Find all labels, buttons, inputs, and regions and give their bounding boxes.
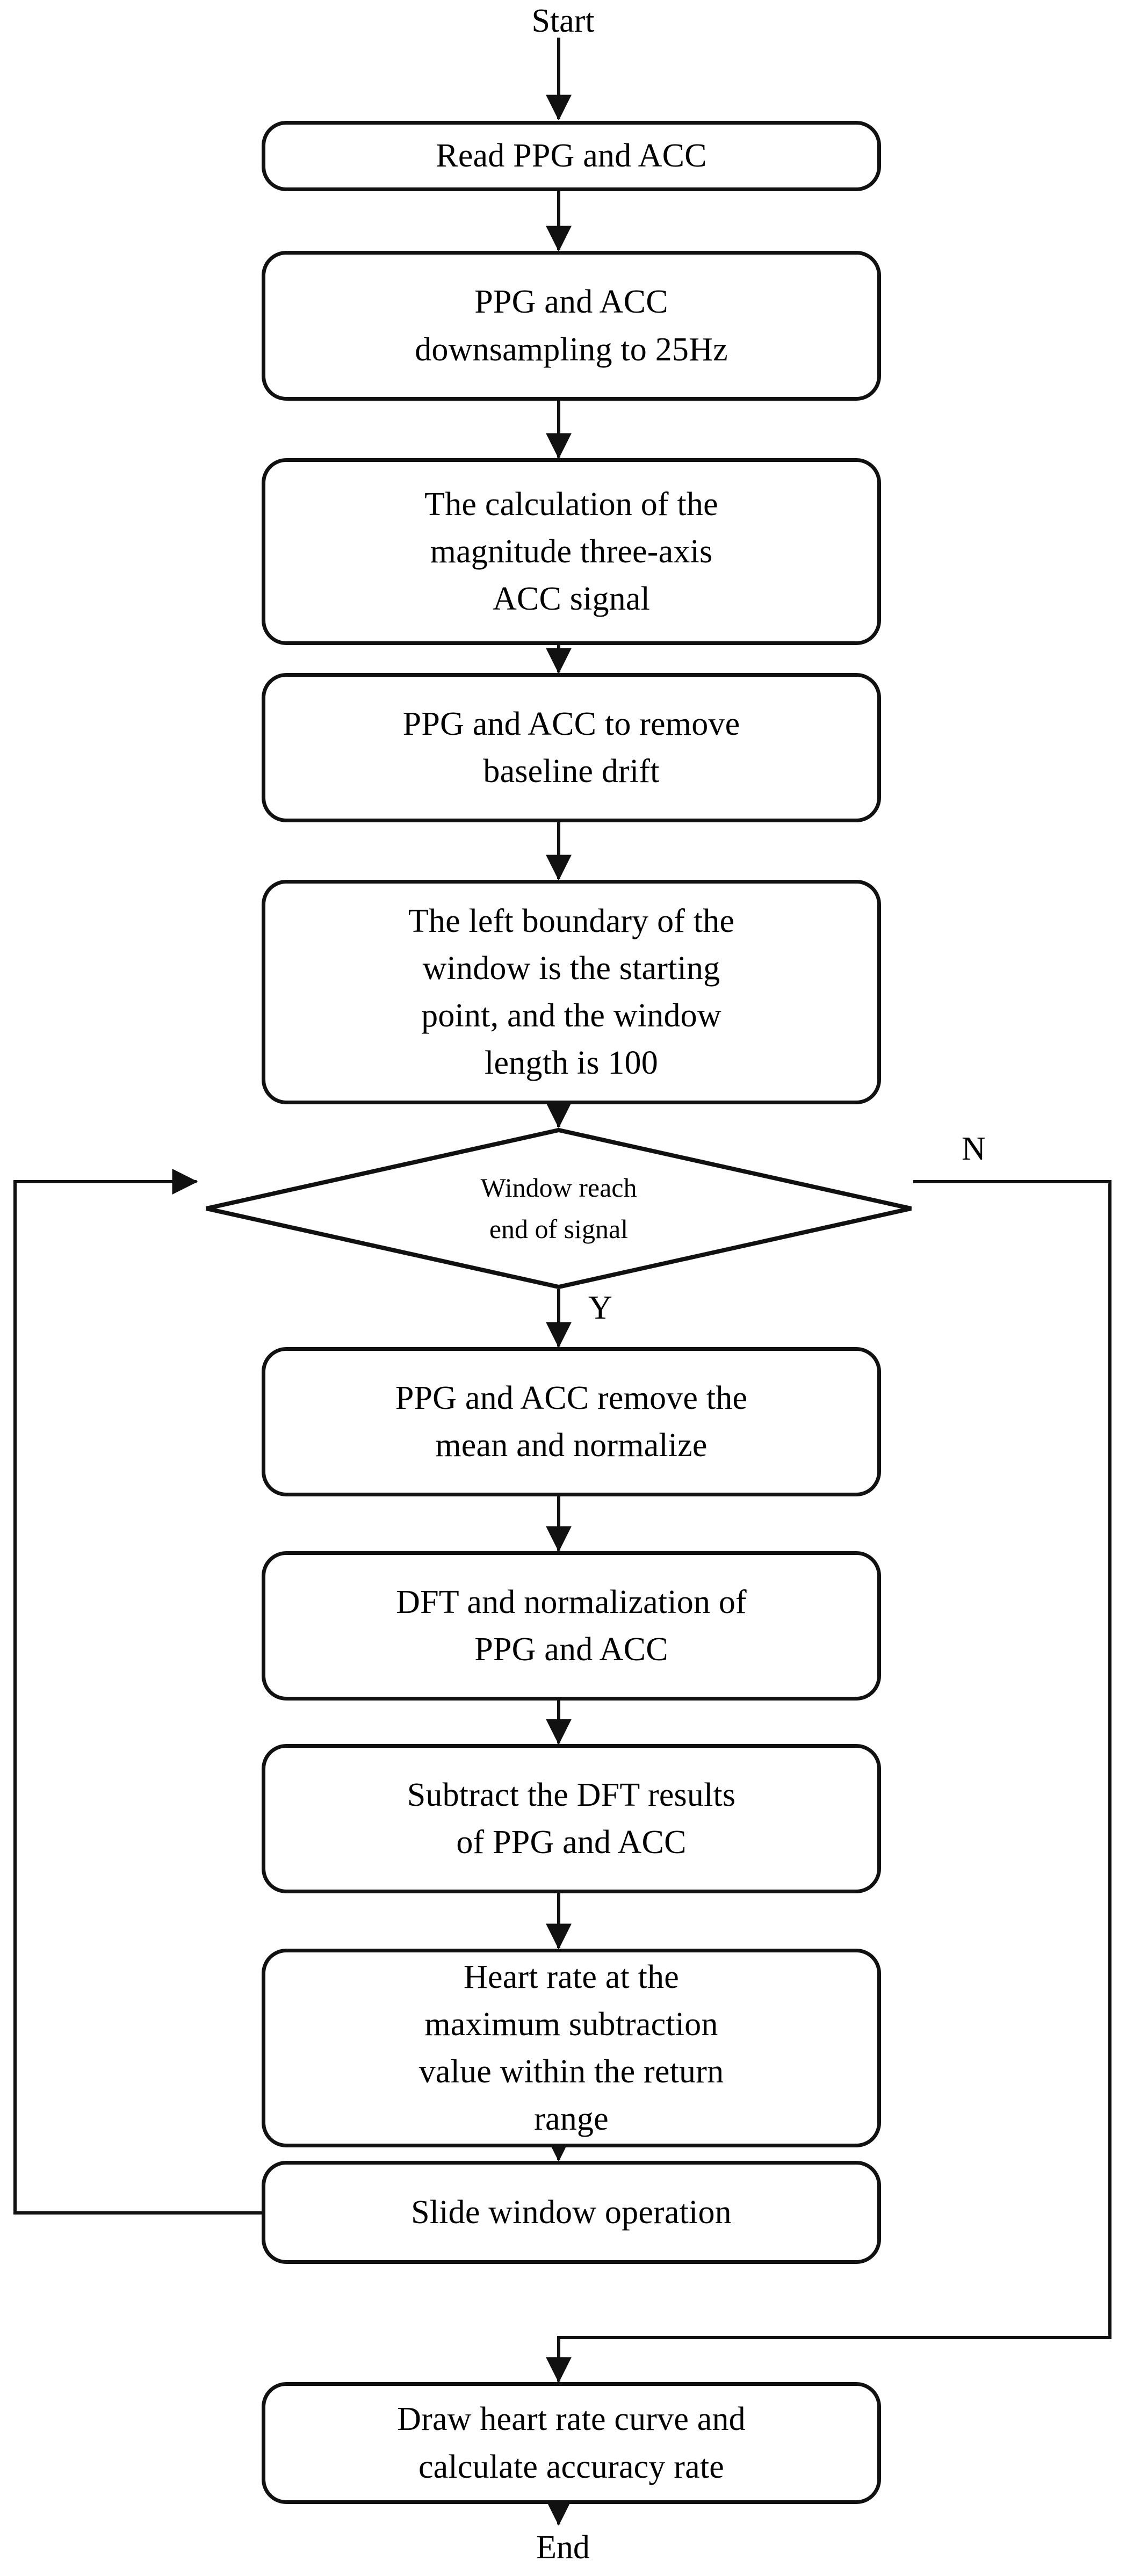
process-node-downsample[interactable]: PPG and ACC downsampling to 25Hz — [262, 251, 881, 401]
end-terminal-label: End — [536, 2529, 590, 2566]
process-node-subtract-dft[interactable]: Subtract the DFT results of PPG and ACC — [262, 1744, 881, 1893]
edge-slide-loopback-to-decision — [13, 1169, 262, 2215]
branch-label-yes: Y — [588, 1290, 612, 1326]
decision-node-window-reach-end[interactable]: Window reach end of signal — [204, 1127, 913, 1290]
branch-label-no: N — [962, 1131, 986, 1167]
process-node-acc-magnitude[interactable]: The calculation of the magnitude three-a… — [262, 458, 881, 645]
process-node-read-ppg-acc[interactable]: Read PPG and ACC — [262, 121, 881, 191]
process-node-window-init[interactable]: The left boundary of the window is the s… — [262, 880, 881, 1104]
process-node-remove-baseline-drift[interactable]: PPG and ACC to remove baseline drift — [262, 673, 881, 822]
process-node-heart-rate-max-subtraction[interactable]: Heart rate at the maximum subtraction va… — [262, 1949, 881, 2147]
decision-diamond-shape — [206, 1127, 912, 1290]
process-node-dft-normalization[interactable]: DFT and normalization of PPG and ACC — [262, 1551, 881, 1701]
process-node-draw-curve-accuracy[interactable]: Draw heart rate curve and calculate accu… — [262, 2382, 881, 2504]
process-node-slide-window[interactable]: Slide window operation — [262, 2161, 881, 2264]
process-node-remove-mean-normalize[interactable]: PPG and ACC remove the mean and normaliz… — [262, 1347, 881, 1496]
start-terminal-label: Start — [531, 3, 595, 39]
